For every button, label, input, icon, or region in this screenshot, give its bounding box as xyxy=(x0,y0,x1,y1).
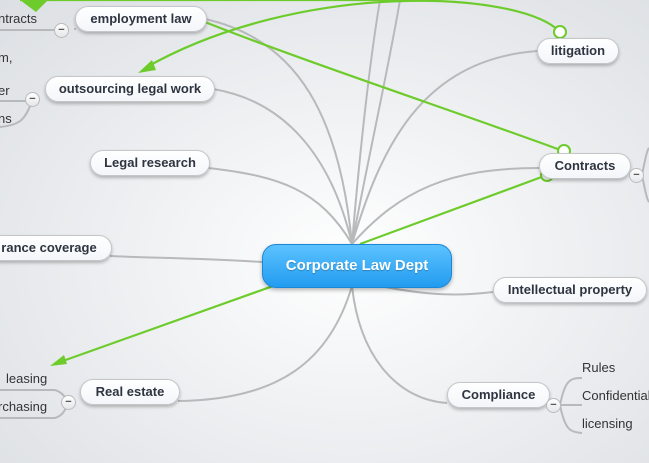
node-legal-research[interactable]: Legal research xyxy=(90,150,210,176)
node-intellectual-property[interactable]: Intellectual property xyxy=(493,277,647,303)
branch-top1 xyxy=(351,0,381,245)
leaf-licensing[interactable]: licensing xyxy=(582,416,633,431)
link-contracts-root xyxy=(359,173,548,246)
branch-outsourcing xyxy=(212,88,353,245)
branch-realestate xyxy=(177,285,353,402)
collapse-compliance-button[interactable]: − xyxy=(546,398,561,413)
node-compliance[interactable]: Compliance xyxy=(447,382,550,408)
collapse-contracts-button[interactable]: − xyxy=(629,168,644,183)
collapse-employment-button[interactable]: − xyxy=(54,23,69,38)
branch-ip xyxy=(379,285,494,296)
branch-litigation xyxy=(351,50,538,245)
branch-insurance xyxy=(109,255,263,263)
node-litigation[interactable]: litigation xyxy=(537,38,619,64)
collapse-outsourcing-button[interactable]: − xyxy=(25,92,40,107)
link-root-leasing xyxy=(59,278,291,364)
leaf-purchasing[interactable]: rchasing xyxy=(0,399,48,414)
node-employment-law[interactable]: employment law xyxy=(75,6,207,32)
link-emp-contracts xyxy=(204,20,564,153)
leaf-confidential[interactable]: Confidential xyxy=(582,388,649,403)
node-outsourcing-legal-work[interactable]: outsourcing legal work xyxy=(45,76,215,102)
leaf-outsourcing-2[interactable]: er xyxy=(0,83,10,98)
root-node[interactable]: Corporate Law Dept xyxy=(262,244,452,288)
branch-employment xyxy=(204,18,353,245)
node-real-estate[interactable]: Real estate xyxy=(80,379,180,405)
leaf-outsourcing-1[interactable]: m, xyxy=(0,50,13,65)
leaf-rules[interactable]: Rules xyxy=(582,360,616,375)
leaf-contracts[interactable]: ntracts xyxy=(0,11,38,26)
node-contracts[interactable]: Contracts xyxy=(539,153,631,179)
branch-contracts xyxy=(351,167,540,245)
collapse-realestate-button[interactable]: − xyxy=(61,395,76,410)
node-insurance-coverage[interactable]: rance coverage xyxy=(0,235,112,261)
link-litigation-outsourcing xyxy=(144,0,561,69)
branch-research xyxy=(207,167,353,245)
branch-compliance xyxy=(351,285,448,404)
leaf-leasing[interactable]: leasing xyxy=(6,371,48,386)
branch-top2 xyxy=(351,0,401,245)
leaf-outsourcing-3[interactable]: ns xyxy=(0,111,12,126)
